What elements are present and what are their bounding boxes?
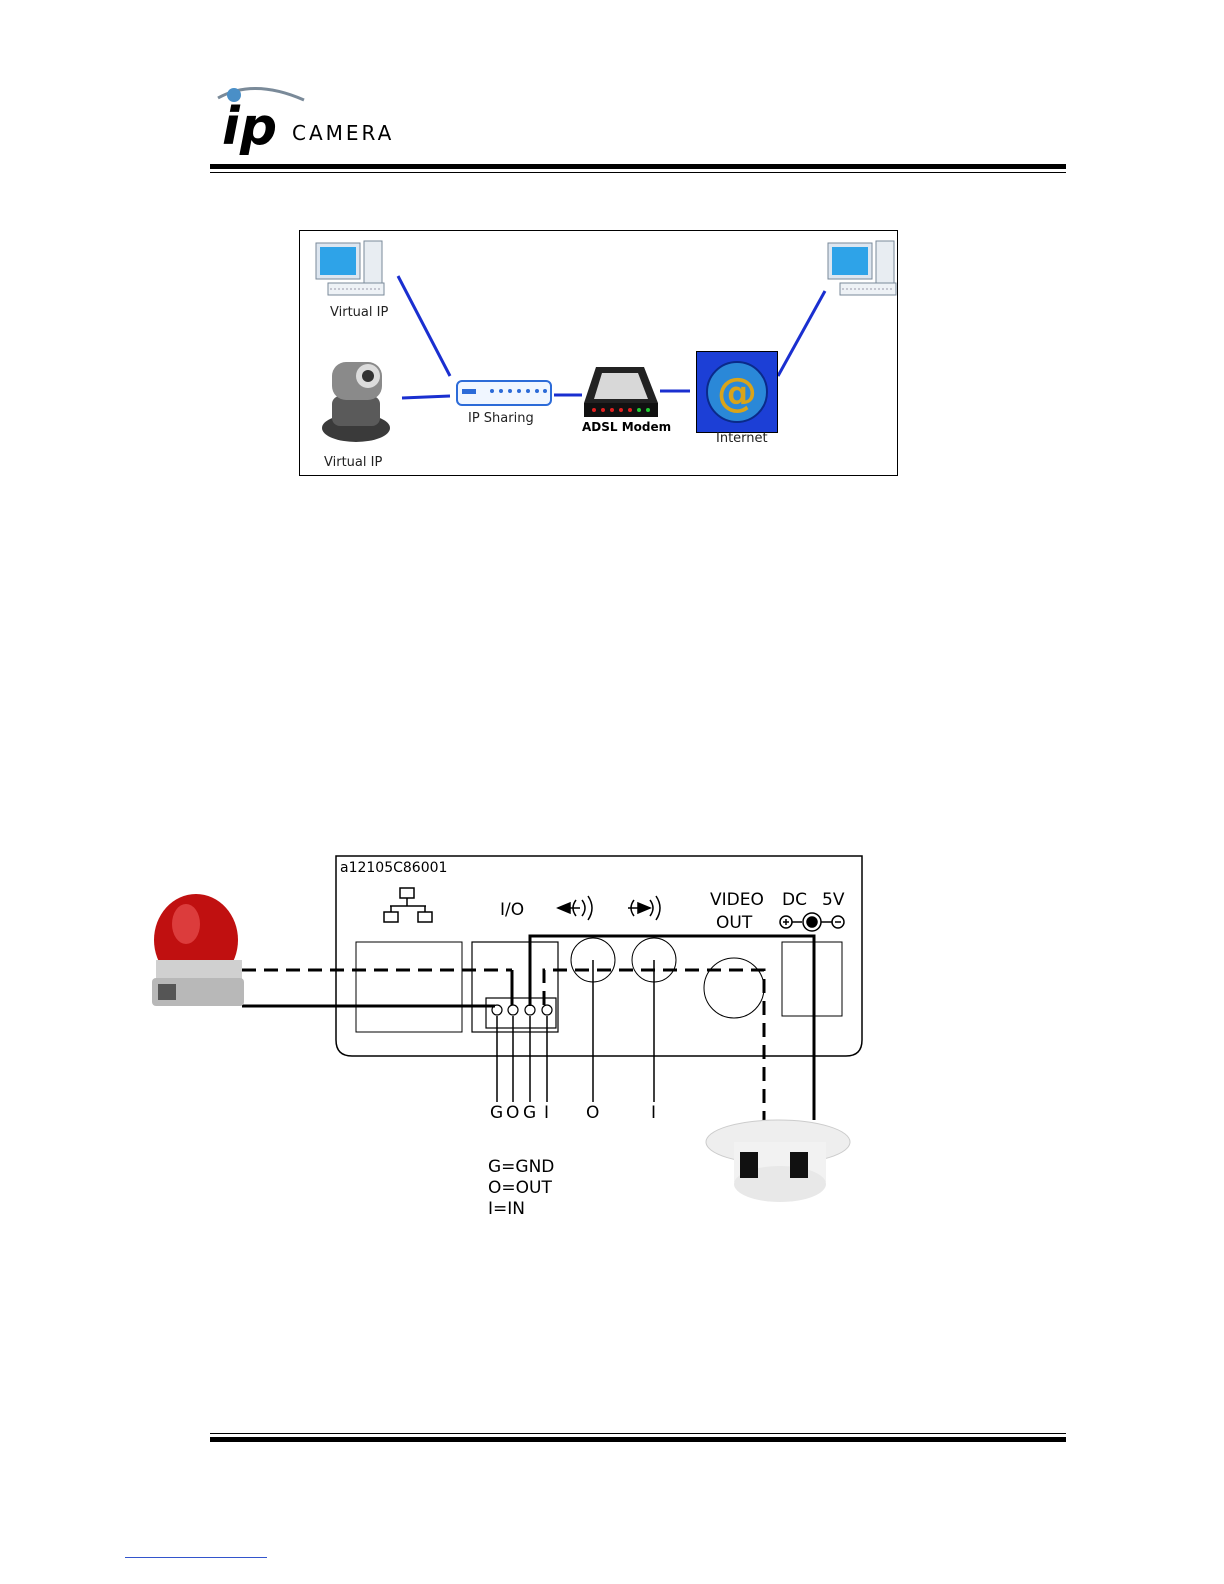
lan-icon	[384, 888, 432, 922]
header-rule	[210, 164, 1066, 169]
io-port-label: I/O	[500, 900, 524, 920]
router-icon	[456, 379, 554, 409]
model-code: a12105C86001	[340, 860, 447, 876]
camera-label: Virtual IP	[324, 455, 382, 470]
desktop-pc-icon-right	[826, 239, 898, 307]
router-label: IP Sharing	[468, 411, 534, 426]
adsl-modem-icon	[582, 361, 660, 421]
io-terminal-block	[472, 942, 558, 1032]
header-rule-thin	[210, 172, 1066, 173]
pin-label-o: O	[506, 1103, 519, 1123]
video-label-1: VIDEO	[710, 890, 764, 910]
pc-left-label: Virtual IP	[330, 305, 388, 320]
io-wiring-diagram: a12105C86001 I/O VIDEO OUT DC 5V	[150, 850, 870, 1230]
footer-link-underline	[125, 1557, 267, 1558]
ip-camera-icon	[320, 356, 392, 444]
pin-label-i: I	[544, 1103, 549, 1123]
svg-text:ip: ip	[222, 97, 277, 157]
voltage-label: 5V	[822, 890, 845, 910]
desktop-pc-icon	[314, 239, 386, 307]
network-diagram: Virtual IP Virtual IP IP Sharing ADSL Mo…	[299, 230, 898, 476]
svg-text:@: @	[717, 370, 757, 416]
internet-label: Internet	[716, 431, 768, 446]
footer-rule	[210, 1437, 1066, 1442]
audio-in-icon	[628, 896, 660, 920]
dc-label: DC	[782, 890, 807, 910]
dc-power-jack	[782, 942, 842, 1016]
video-label-2: OUT	[716, 913, 753, 933]
camera-back-panel	[336, 856, 862, 1056]
legend-gnd: G=GND	[488, 1157, 554, 1177]
pin-label-g2: G	[523, 1103, 536, 1123]
ip-camera-logo: ip CAMERA	[214, 82, 454, 166]
alarm-light-icon	[152, 894, 244, 1006]
smoke-detector-camera-icon	[706, 1120, 850, 1202]
legend-out: O=OUT	[488, 1178, 552, 1198]
lan-port	[356, 942, 462, 1032]
audio-out-icon	[558, 896, 592, 920]
pin-label-g1: G	[490, 1103, 503, 1123]
modem-label: ADSL Modem	[582, 420, 671, 434]
video-out-jack	[704, 958, 764, 1018]
audio-out-pin-label: O	[586, 1103, 599, 1123]
polarity-icon	[780, 913, 844, 931]
audio-in-pin-label: I	[651, 1103, 656, 1123]
internet-icon: @	[696, 351, 778, 433]
svg-text:CAMERA: CAMERA	[292, 121, 394, 145]
footer-rule-thin	[210, 1433, 1066, 1434]
legend-in: I=IN	[488, 1199, 525, 1219]
